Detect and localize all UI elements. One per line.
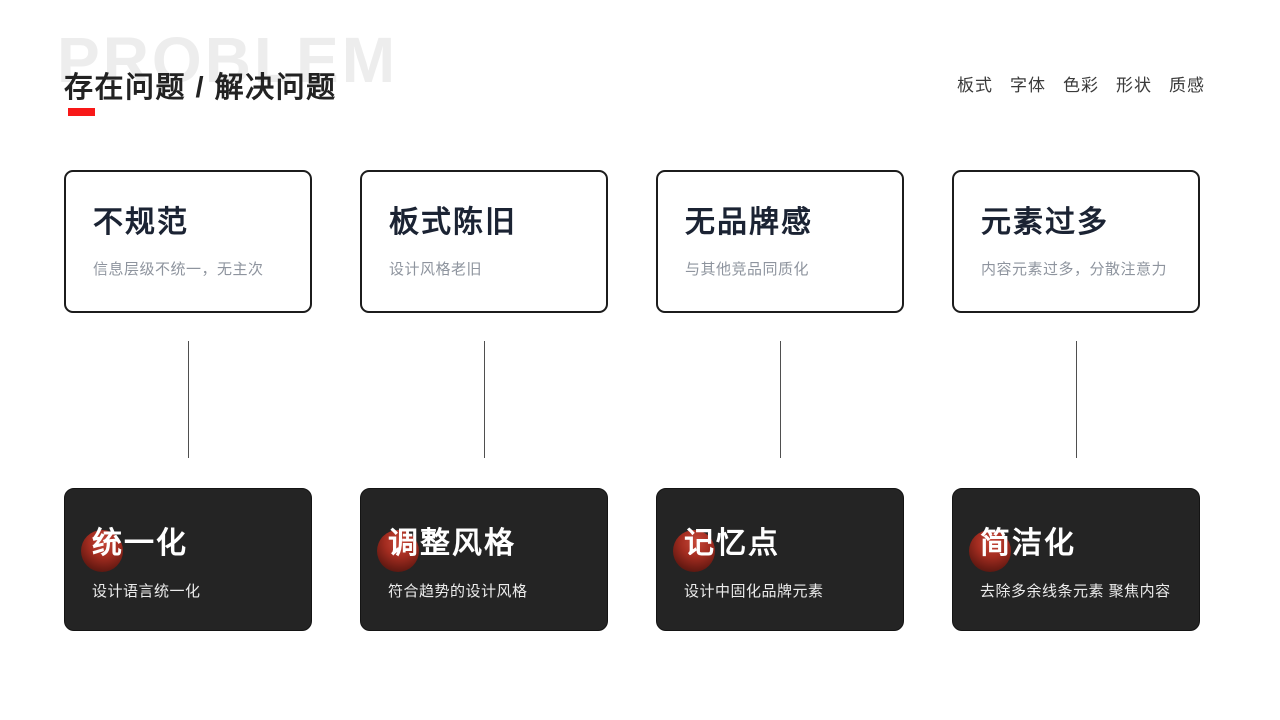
connector-line: [188, 341, 189, 458]
problem-card-title: 无品牌感: [685, 206, 813, 239]
solution-card-title: 统一化: [92, 527, 188, 560]
solution-card-desc: 设计语言统一化: [92, 583, 201, 600]
problem-card-desc: 与其他竞品同质化: [685, 261, 810, 278]
problem-card-desc: 内容元素过多，分散注意力: [981, 261, 1168, 278]
red-dot-icon: [81, 530, 123, 572]
problem-card-title: 不规范: [93, 206, 189, 239]
solution-card: 调整风格 符合趋势的设计风格: [360, 488, 608, 631]
problem-card-desc: 设计风格老旧: [389, 261, 483, 278]
nav-item-layout: 板式: [957, 76, 993, 95]
top-nav: 板式 字体 色彩 形状 质感: [957, 71, 1205, 96]
problem-card-title: 板式陈旧: [389, 206, 517, 239]
solution-card-title: 简洁化: [980, 527, 1076, 560]
connectors: [64, 341, 1200, 458]
nav-item-texture: 质感: [1169, 76, 1205, 95]
red-dot-icon: [377, 530, 419, 572]
solution-card-title: 记忆点: [684, 527, 780, 560]
connector-line: [484, 341, 485, 458]
solution-card: 统一化 设计语言统一化: [64, 488, 312, 631]
connector-line: [780, 341, 781, 458]
problem-card: 不规范 信息层级不统一，无主次: [64, 170, 312, 313]
nav-item-shape: 形状: [1116, 76, 1152, 95]
nav-item-color: 色彩: [1063, 76, 1099, 95]
solution-card: 记忆点 设计中固化品牌元素: [656, 488, 904, 631]
problem-card: 板式陈旧 设计风格老旧: [360, 170, 608, 313]
solution-card-desc: 设计中固化品牌元素: [684, 583, 824, 600]
solutions-row: 统一化 设计语言统一化 调整风格 符合趋势的设计风格 记忆点 设计中固化品牌元素…: [64, 488, 1200, 631]
nav-item-font: 字体: [1010, 76, 1046, 95]
solution-card-title: 调整风格: [388, 527, 516, 560]
connector-line: [1076, 341, 1077, 458]
problem-card-desc: 信息层级不统一，无主次: [93, 261, 264, 278]
solution-card-desc: 去除多余线条元素 聚焦内容: [980, 583, 1171, 600]
watermark-text: PROBLEM: [57, 24, 398, 96]
problems-row: 不规范 信息层级不统一，无主次 板式陈旧 设计风格老旧 无品牌感 与其他竞品同质…: [64, 170, 1200, 313]
title-accent-bar: [68, 108, 95, 116]
red-dot-icon: [969, 530, 1011, 572]
problem-card: 无品牌感 与其他竞品同质化: [656, 170, 904, 313]
problem-card-title: 元素过多: [981, 206, 1109, 239]
page-title: 存在问题 / 解决问题: [64, 72, 337, 104]
solution-card-desc: 符合趋势的设计风格: [388, 583, 528, 600]
red-dot-icon: [673, 530, 715, 572]
problem-card: 元素过多 内容元素过多，分散注意力: [952, 170, 1200, 313]
solution-card: 简洁化 去除多余线条元素 聚焦内容: [952, 488, 1200, 631]
